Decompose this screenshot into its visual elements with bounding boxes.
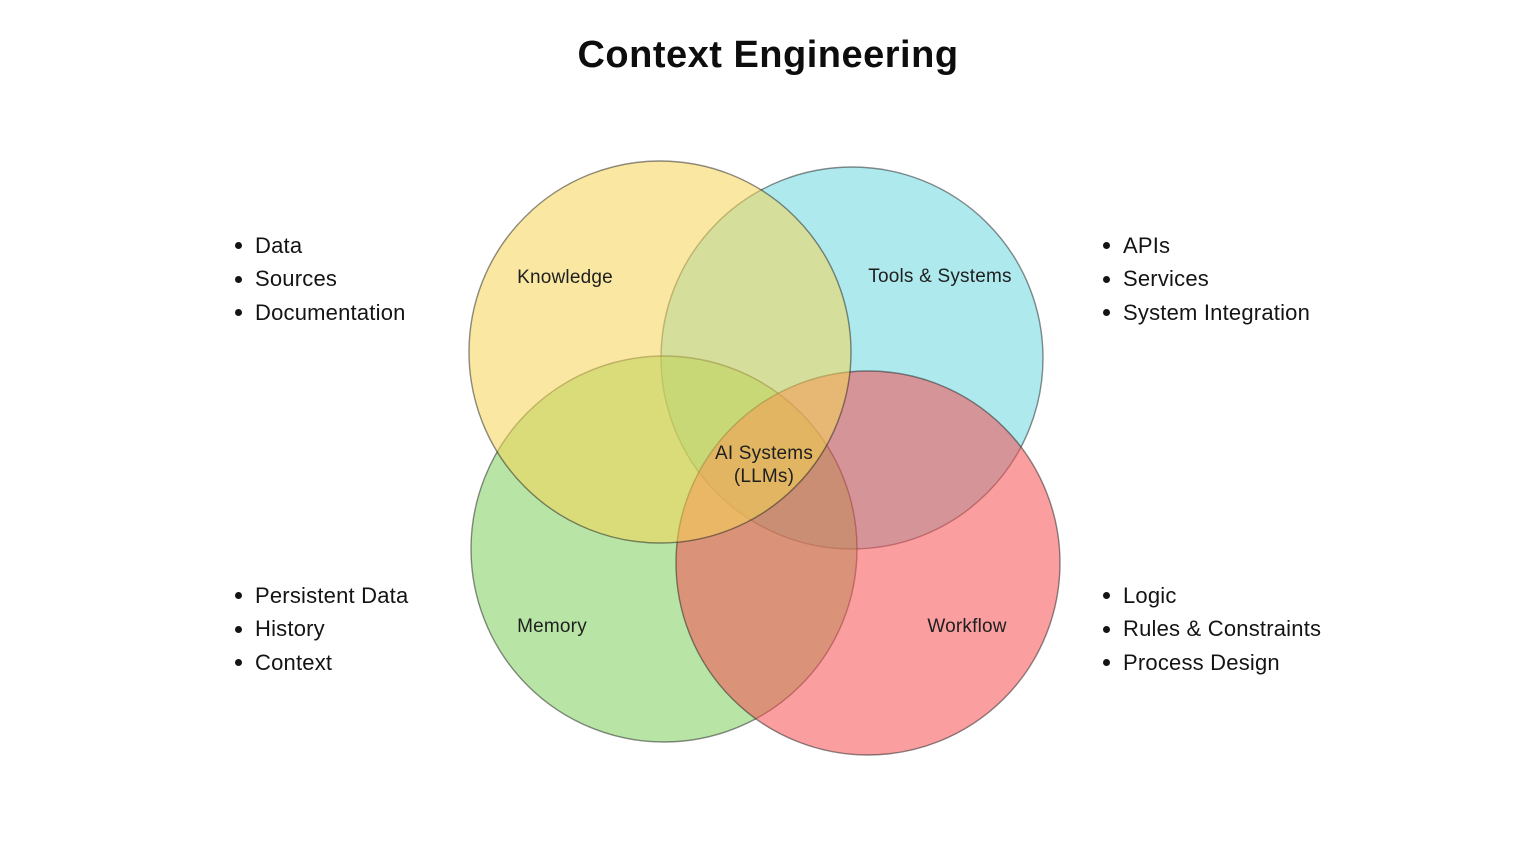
list-item-label: Sources — [255, 266, 338, 292]
annotation-list-top-right: APIs Services System Integration — [1103, 229, 1310, 330]
diagram-title: Context Engineering — [577, 34, 959, 76]
tools-systems-label: Tools & Systems — [868, 266, 1012, 287]
bullet-icon — [1103, 309, 1110, 317]
list-item: APIs — [1103, 229, 1310, 263]
list-item-label: Persistent Data — [255, 582, 409, 608]
bullet-icon — [235, 659, 242, 667]
knowledge-label: Knowledge — [517, 267, 613, 288]
list-item: System Integration — [1103, 296, 1310, 330]
list-item: Sources — [235, 263, 406, 297]
list-item-label: Data — [255, 232, 303, 258]
annotation-list-bottom-left: Persistent Data History Context — [235, 579, 408, 680]
bullet-icon — [1103, 625, 1110, 633]
bullet-icon — [1103, 242, 1110, 250]
list-item: History — [235, 613, 408, 647]
annotation-list-top-left: Data Sources Documentation — [235, 229, 406, 330]
list-item: Process Design — [1103, 646, 1321, 680]
list-item-label: Services — [1123, 266, 1209, 292]
bullet-icon — [235, 592, 242, 600]
list-item: Persistent Data — [235, 579, 408, 613]
list-item: Rules & Constraints — [1103, 613, 1321, 647]
bullet-icon — [235, 275, 242, 283]
bullet-icon — [1103, 659, 1110, 667]
list-item-label: Context — [255, 649, 333, 675]
bullet-icon — [235, 309, 242, 317]
list-item: Data — [235, 229, 406, 263]
bullet-icon — [1103, 592, 1110, 600]
bullet-icon — [1103, 275, 1110, 283]
annotation-list-bottom-right: Logic Rules & Constraints Process Design — [1103, 579, 1321, 680]
workflow-label: Workflow — [927, 616, 1007, 637]
list-item-label: History — [255, 616, 325, 642]
center-label-line2: (LLMs) — [733, 466, 795, 487]
knowledge-circle — [468, 160, 852, 544]
center-label: AI Systems (LLMs) — [715, 442, 813, 488]
list-item: Documentation — [235, 296, 406, 330]
list-item-label: Process Design — [1123, 649, 1280, 675]
list-item: Context — [235, 646, 408, 680]
list-item-label: Documentation — [255, 299, 406, 325]
list-item: Logic — [1103, 579, 1321, 613]
bullet-icon — [235, 625, 242, 633]
list-item: Services — [1103, 263, 1310, 297]
list-item-label: Logic — [1123, 582, 1177, 608]
list-item-label: Rules & Constraints — [1123, 616, 1322, 642]
list-item-label: APIs — [1123, 232, 1171, 258]
bullet-icon — [235, 242, 242, 250]
center-label-line1: AI Systems — [714, 443, 814, 464]
list-item-label: System Integration — [1123, 299, 1311, 325]
memory-label: Memory — [517, 616, 587, 637]
